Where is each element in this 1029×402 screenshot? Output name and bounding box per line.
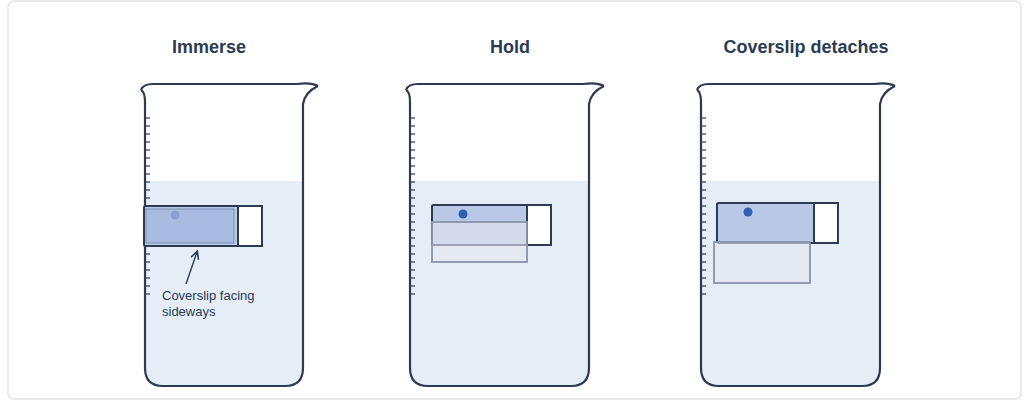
beaker-rim: [141, 83, 318, 90]
sample-dot: [171, 211, 180, 220]
water: [145, 181, 303, 386]
beaker-rim: [697, 83, 895, 90]
step-title: Coverslip detaches: [723, 37, 888, 58]
callout-note: Coverslip facing sideways: [162, 288, 270, 320]
sample-dot: [459, 210, 468, 219]
step-title: Hold: [490, 37, 530, 58]
glass-slide: [144, 206, 262, 246]
water: [701, 181, 880, 386]
beaker: [406, 83, 604, 386]
beaker-rim: [406, 83, 604, 90]
step-title: Immerse: [172, 37, 246, 58]
frosted-end: [814, 203, 838, 243]
glass-slide: [717, 203, 838, 243]
leader-line: [186, 252, 197, 284]
beaker-glass: [697, 86, 895, 386]
coverslip: [714, 242, 810, 283]
coverslip: [146, 209, 234, 243]
beaker: [141, 83, 318, 386]
coverslip: [432, 222, 527, 262]
beaker-glass: [406, 86, 604, 386]
frosted-end: [527, 205, 551, 245]
sample-dot: [744, 208, 753, 217]
panel-frame: [8, 1, 1021, 399]
water: [410, 181, 589, 386]
beaker-glass: [141, 86, 318, 386]
frosted-end: [238, 206, 262, 246]
beaker: [697, 83, 895, 386]
